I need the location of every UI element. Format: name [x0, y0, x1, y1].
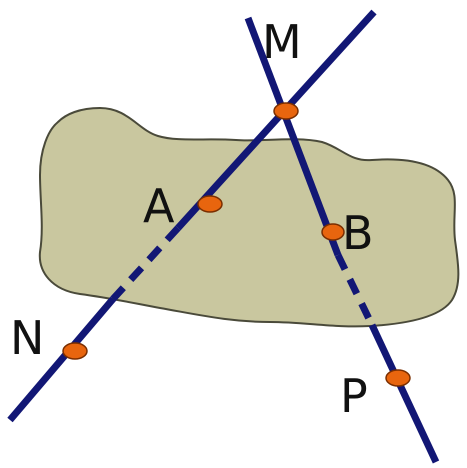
line-nam — [7, 9, 377, 423]
line-mbp-solid-lower — [368, 323, 440, 464]
line-nam-solid-lower — [7, 296, 116, 423]
line-nam-solid-upper — [175, 9, 377, 231]
line-mbp — [244, 16, 440, 464]
point-n-label: N — [10, 311, 44, 365]
point-a-marker — [197, 195, 223, 213]
point-m-label: M — [262, 15, 302, 69]
line-mbp-dashed-hidden — [334, 253, 376, 327]
point-n-marker — [62, 342, 88, 360]
obstacle-region — [38, 106, 460, 328]
point-p-label: P — [340, 369, 368, 423]
point-b-marker — [321, 223, 345, 241]
point-b-label: B — [342, 206, 374, 260]
line-mbp-solid-upper — [244, 16, 342, 257]
point-a-label: A — [143, 179, 175, 233]
point-p-marker — [385, 369, 411, 387]
point-m-marker — [273, 102, 299, 120]
